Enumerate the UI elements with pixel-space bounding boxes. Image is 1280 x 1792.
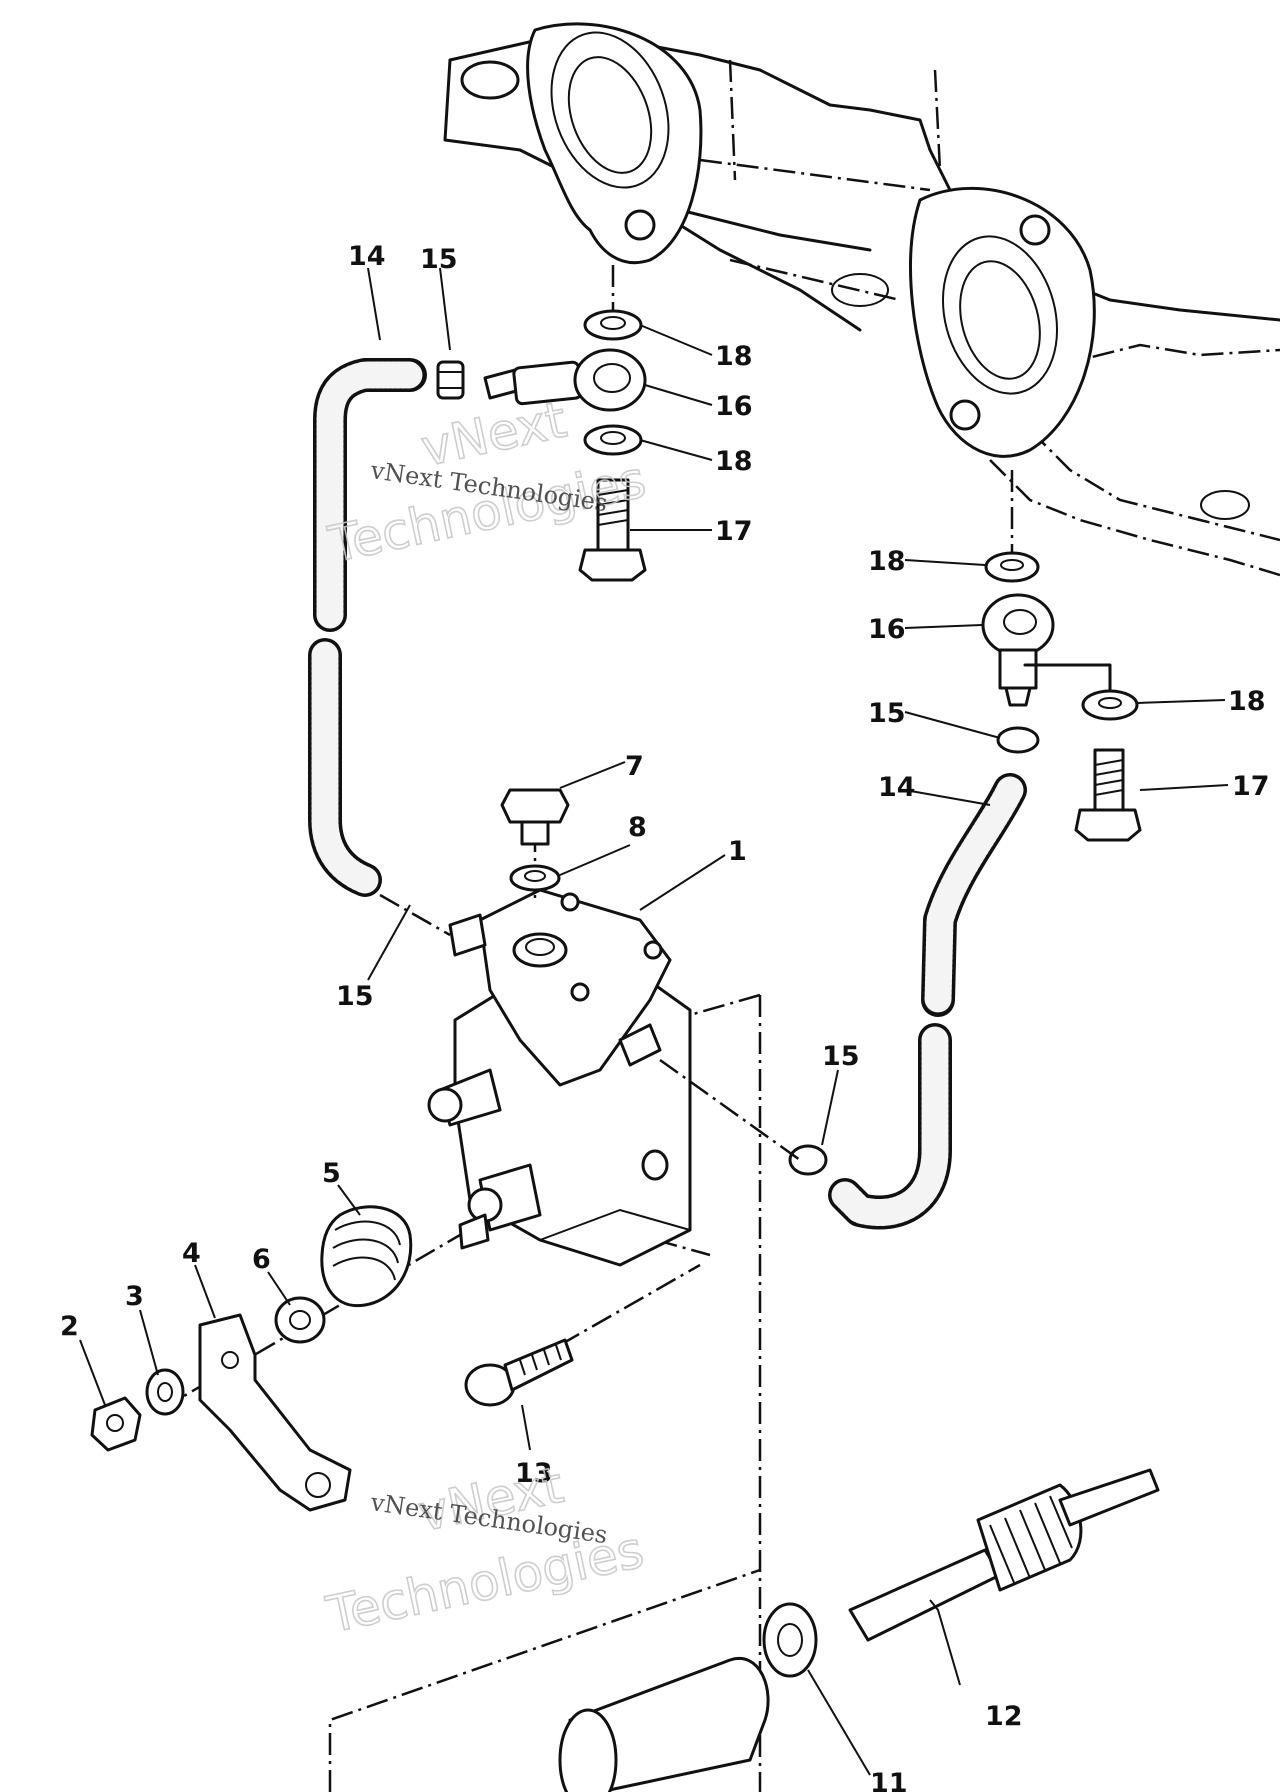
case-bolt-hole bbox=[1200, 490, 1250, 520]
callout-4: 4 bbox=[182, 1238, 201, 1269]
hose-clip-15 bbox=[436, 360, 465, 400]
washer-8 bbox=[509, 864, 561, 892]
flange-bolt bbox=[949, 399, 981, 431]
banjo-fitting-16 bbox=[981, 593, 1055, 657]
flange-bolt bbox=[624, 209, 656, 241]
washer-6 bbox=[274, 1296, 326, 1344]
callout-5: 5 bbox=[322, 1158, 341, 1189]
callout-6: 6 bbox=[252, 1244, 271, 1275]
screw-13 bbox=[464, 1263, 701, 1407]
bolt-head-17 bbox=[578, 548, 647, 582]
banjo-bolt-body bbox=[998, 648, 1038, 690]
callout-17: 17 bbox=[1232, 771, 1270, 802]
drive-shaft-tip bbox=[1058, 1468, 1160, 1527]
callout-16: 16 bbox=[715, 391, 753, 422]
washer-18 bbox=[1081, 689, 1139, 721]
lock-washer-3 bbox=[145, 1368, 185, 1416]
callout-15: 15 bbox=[822, 1041, 860, 1072]
callout-15: 15 bbox=[336, 981, 374, 1012]
flange-left bbox=[526, 22, 703, 265]
drive-gear-12 bbox=[976, 1483, 1083, 1592]
washer-18 bbox=[984, 551, 1040, 583]
case-bolt-hole bbox=[460, 60, 520, 100]
callout-18: 18 bbox=[868, 546, 906, 577]
flange-bolt bbox=[1019, 214, 1051, 246]
callout-numbers: 14 15 18 16 18 17 18 16 18 15 14 17 7 8 … bbox=[60, 241, 1270, 1792]
washer-18 bbox=[583, 424, 643, 456]
callout-12: 12 bbox=[985, 1701, 1023, 1732]
callout-15: 15 bbox=[868, 698, 906, 729]
pump-cover-boss bbox=[512, 932, 568, 968]
washer-11 bbox=[762, 1602, 818, 1678]
bushing-end bbox=[558, 1708, 618, 1792]
callout-11: 11 bbox=[870, 1768, 908, 1792]
callout-18: 18 bbox=[1228, 686, 1266, 717]
oil-pump-body bbox=[379, 888, 801, 1792]
callout-13: 13 bbox=[515, 1458, 553, 1489]
pump-outlet-nipple bbox=[618, 1023, 662, 1067]
pump-shaft bbox=[458, 1213, 490, 1250]
callout-18: 18 bbox=[715, 446, 753, 477]
bleed-bolt-7-head bbox=[500, 788, 570, 824]
leader-lines bbox=[79, 267, 1229, 1776]
callout-2: 2 bbox=[60, 1311, 79, 1342]
callout-14: 14 bbox=[348, 241, 386, 272]
case-bolt-hole bbox=[831, 273, 889, 307]
callout-14: 14 bbox=[878, 772, 916, 803]
banjo-fitting-16 bbox=[573, 348, 647, 412]
pump-inlet-nipple bbox=[448, 913, 487, 957]
nut-2 bbox=[90, 1396, 142, 1452]
drive-gear-bushing bbox=[568, 1656, 770, 1792]
right-oil-hose-assembly bbox=[788, 470, 1142, 1230]
hose-clip-15 bbox=[788, 1144, 828, 1176]
banjo-nipple bbox=[1004, 686, 1032, 707]
left-oil-hose-assembly bbox=[308, 265, 647, 897]
callout-8: 8 bbox=[628, 812, 647, 843]
bleed-bolt-assembly bbox=[500, 788, 570, 900]
callout-15: 15 bbox=[420, 244, 458, 275]
bleed-bolt-7-thread bbox=[520, 820, 550, 846]
callout-16: 16 bbox=[868, 614, 906, 645]
callout-17: 17 bbox=[715, 516, 753, 547]
pump-lever-linkage bbox=[90, 1205, 461, 1512]
engine-case bbox=[443, 22, 1280, 577]
callout-1: 1 bbox=[728, 836, 747, 867]
hose-clip-15 bbox=[996, 726, 1040, 754]
drive-shaft-12 bbox=[848, 1548, 1002, 1642]
return-spring-5 bbox=[320, 1205, 413, 1308]
flange-right bbox=[909, 186, 1096, 458]
screw-13-thread bbox=[503, 1338, 574, 1392]
drive-shaft-assembly bbox=[328, 1468, 1160, 1792]
callout-3: 3 bbox=[125, 1281, 144, 1312]
callout-7: 7 bbox=[625, 751, 644, 782]
callout-18: 18 bbox=[715, 341, 753, 372]
bolt-head-17 bbox=[1074, 808, 1142, 842]
washer-18 bbox=[583, 309, 643, 341]
